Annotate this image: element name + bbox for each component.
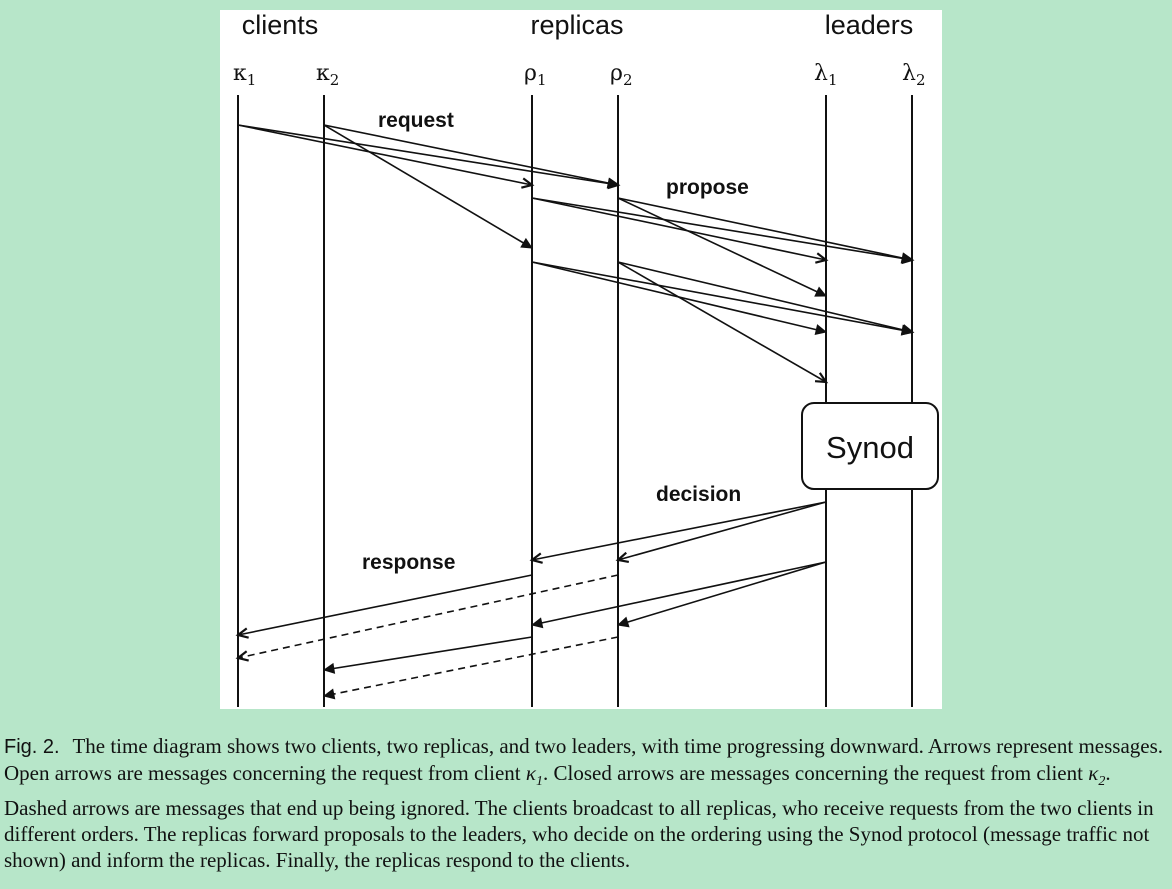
message-arrow-request-k1-to-r2 bbox=[237, 124, 619, 186]
message-arrow-response-r1-to-k2 bbox=[323, 636, 533, 671]
message-arrowhead-closed bbox=[814, 286, 828, 297]
message-arrow-propose-r2-to-l2 bbox=[617, 197, 913, 261]
message-arrowhead-closed bbox=[900, 252, 914, 264]
caption-math-kappa2: κ2 bbox=[1088, 761, 1106, 790]
message-arrow-propose-r1-to-l2 bbox=[531, 197, 913, 261]
message-arrow-decision-l1-to-r1 bbox=[531, 561, 827, 626]
process-label-rho2: ρ2 bbox=[610, 61, 632, 89]
message-arrowhead-open bbox=[529, 552, 543, 564]
caption-text-part2: . Closed arrows are messages concerning … bbox=[542, 761, 1089, 785]
message-arrowhead-closed bbox=[520, 237, 533, 249]
message-arrow-response-r2-to-k1 bbox=[237, 574, 619, 659]
message-arrowhead-open bbox=[235, 650, 249, 662]
message-arrowhead-closed bbox=[530, 617, 544, 629]
message-arrow-propose-r2-to-l1 bbox=[617, 261, 827, 383]
process-label-kappa2: κ2 bbox=[316, 61, 339, 89]
message-arrowhead-closed bbox=[814, 324, 828, 336]
message-arrows bbox=[235, 124, 915, 700]
message-arrow-decision-l1-to-r1 bbox=[531, 501, 827, 561]
synod-label: Synod bbox=[826, 430, 914, 465]
message-arrow-propose-r1-to-l2 bbox=[531, 261, 913, 333]
message-arrowhead-closed bbox=[322, 688, 336, 700]
message-arrowhead-open bbox=[521, 177, 535, 189]
process-label-rho1: ρ1 bbox=[524, 61, 546, 89]
message-arrow-decision-l1-to-r2 bbox=[617, 561, 827, 626]
message-arrow-propose-r2-to-l1 bbox=[617, 197, 827, 297]
message-arrowhead-closed bbox=[322, 662, 336, 674]
caption-text-part3: . Dashed arrows are messages that end up… bbox=[4, 761, 1154, 873]
message-arrowhead-open bbox=[235, 627, 249, 639]
message-arrow-request-k2-to-r1 bbox=[323, 124, 533, 249]
process-label-lambda1: λ1 bbox=[814, 61, 838, 89]
message-label-request: request bbox=[378, 109, 454, 132]
message-arrowhead-open bbox=[901, 324, 915, 336]
message-label-propose: propose bbox=[666, 176, 749, 199]
group-label-clients: clients bbox=[242, 10, 319, 40]
message-arrow-request-k2-to-r2 bbox=[323, 124, 619, 186]
time-diagram: clients replicas leaders κ1 κ2 ρ1 ρ2 λ1 … bbox=[220, 10, 942, 709]
message-arrow-propose-r1-to-l1 bbox=[531, 197, 827, 261]
caption-math-kappa1: κ1 bbox=[525, 761, 543, 790]
process-label-lambda2: λ2 bbox=[902, 61, 926, 89]
message-label-decision: decision bbox=[656, 483, 741, 506]
message-arrow-response-r1-to-k1 bbox=[237, 574, 533, 636]
figure-caption: Fig. 2. The time diagram shows two clien… bbox=[4, 733, 1168, 873]
message-arrowhead-open bbox=[814, 372, 829, 384]
message-arrow-response-r2-to-k2 bbox=[323, 636, 619, 697]
message-arrowhead-open bbox=[615, 551, 630, 564]
caption-text-part1: The time diagram shows two clients, two … bbox=[4, 734, 1164, 785]
message-label-response: response bbox=[362, 551, 455, 574]
process-label-kappa1: κ1 bbox=[233, 61, 256, 89]
message-arrow-decision-l1-to-r2 bbox=[617, 501, 827, 561]
group-label-replicas: replicas bbox=[530, 10, 623, 40]
message-arrowhead-closed bbox=[606, 177, 620, 189]
group-label-leaders: leaders bbox=[825, 10, 914, 40]
synod-box bbox=[801, 402, 939, 490]
message-arrow-propose-r2-to-l2 bbox=[617, 261, 913, 333]
message-arrowhead-open bbox=[815, 252, 829, 264]
time-diagram-svg: clients replicas leaders κ1 κ2 ρ1 ρ2 λ1 … bbox=[233, 10, 939, 707]
message-arrow-request-k1-to-r1 bbox=[237, 124, 533, 186]
figure-number: Fig. 2. bbox=[4, 736, 60, 758]
message-arrowhead-closed bbox=[616, 616, 630, 628]
